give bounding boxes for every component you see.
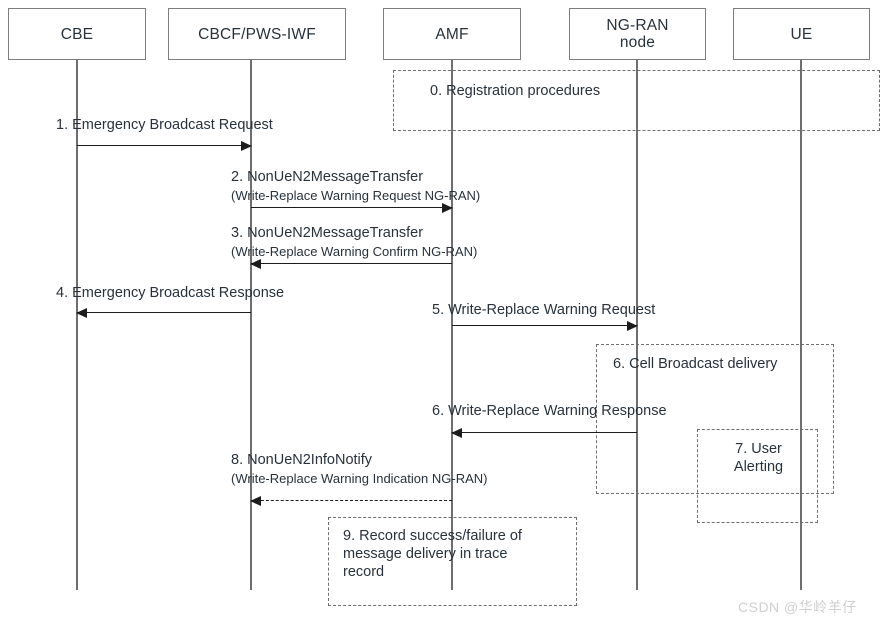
message-label-1: 1. Emergency Broadcast Request <box>56 117 273 133</box>
message-label-3-sub: (Write-Replace Warning Confirm NG-RAN) <box>231 243 478 259</box>
message-label-2: 2. NonUeN2MessageTransfer (Write-Replace… <box>231 169 480 204</box>
message-label-8: 8. NonUeN2InfoNotify (Write-Replace Warn… <box>231 452 487 487</box>
message-label-5: 5. Write-Replace Warning Request <box>432 302 656 318</box>
actor-box-amf[interactable]: AMF <box>383 8 521 60</box>
note-user-alerting-text: 7. User Alerting <box>733 441 784 475</box>
message-arrow-5 <box>452 321 638 331</box>
lifeline-ue <box>800 60 802 590</box>
message-label-3: 3. NonUeN2MessageTransfer (Write-Replace… <box>231 225 477 260</box>
lifeline-amf <box>451 60 453 590</box>
actor-box-ue[interactable]: UE <box>733 8 870 60</box>
actor-box-cbcf-pws-iwf[interactable]: CBCF/PWS-IWF <box>168 8 346 60</box>
message-arrow-8 <box>250 496 452 506</box>
note-cell-broadcast-delivery-text: 6. Cell Broadcast delivery <box>613 356 778 372</box>
note-registration-procedures-text: 0. Registration procedures <box>430 83 601 99</box>
message-label-3-main: 3. NonUeN2MessageTransfer <box>231 225 424 241</box>
message-arrow-6 <box>451 428 637 438</box>
note-cell-broadcast-delivery: 6. Cell Broadcast delivery <box>596 344 834 494</box>
lifeline-cbcf-pws-iwf <box>250 60 252 590</box>
actor-box-ng-ran-node[interactable]: NG-RAN node <box>569 8 706 60</box>
message-arrow-2 <box>251 203 453 213</box>
watermark: CSDN @华岭羊仔 <box>738 599 857 615</box>
message-label-2-main: 2. NonUeN2MessageTransfer <box>231 169 424 185</box>
note-record-trace: 9. Record success/failure of message del… <box>328 517 577 606</box>
message-label-8-main: 8. NonUeN2InfoNotify <box>231 452 373 468</box>
message-label-8-sub: (Write-Replace Warning Indication NG-RAN… <box>231 470 488 486</box>
message-arrow-1 <box>77 141 252 151</box>
note-record-trace-text: 9. Record success/failure of message del… <box>343 528 522 580</box>
message-label-4: 4. Emergency Broadcast Response <box>56 285 285 301</box>
message-label-2-sub: (Write-Replace Warning Request NG-RAN) <box>231 187 481 203</box>
message-arrow-3 <box>250 259 452 269</box>
note-user-alerting: 7. User Alerting <box>697 429 818 523</box>
note-registration-procedures: 0. Registration procedures <box>393 70 880 131</box>
message-arrow-4 <box>76 308 251 318</box>
actor-box-cbe[interactable]: CBE <box>8 8 146 60</box>
lifeline-cbe <box>76 60 78 590</box>
message-label-6: 6. Write-Replace Warning Response <box>432 403 667 419</box>
